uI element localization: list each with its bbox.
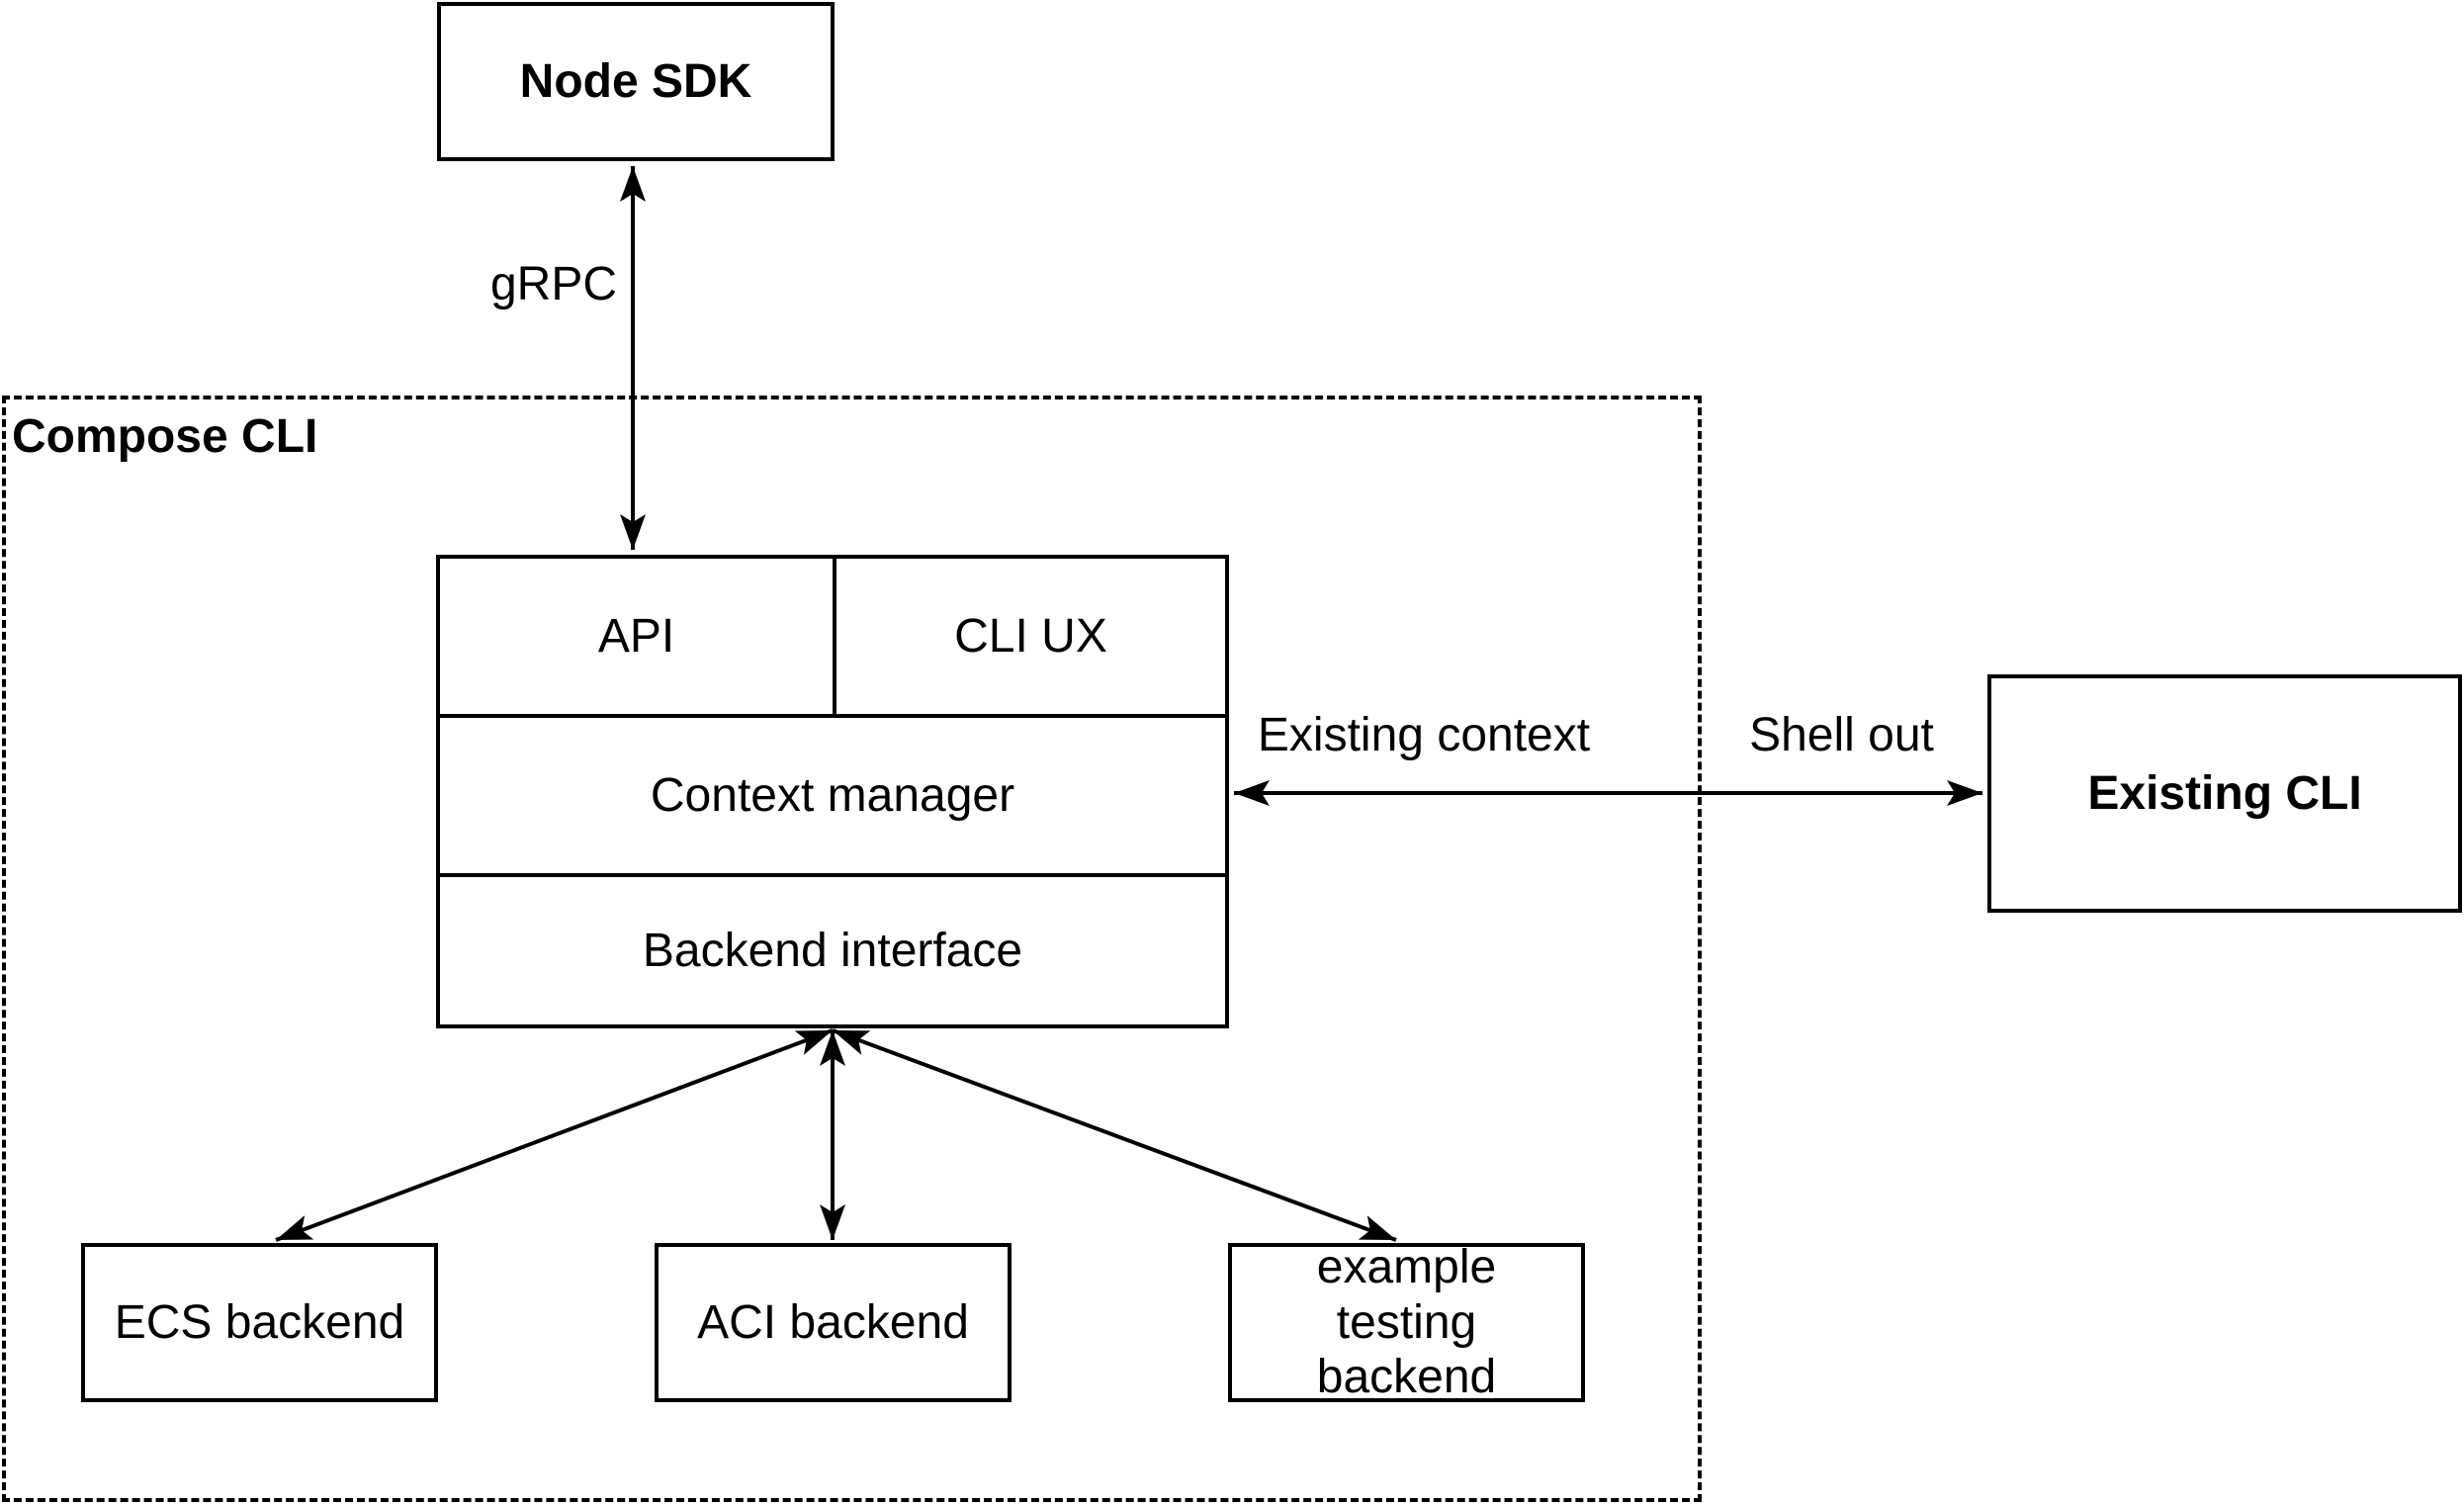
compose-cli-container-label: Compose CLI <box>12 410 318 463</box>
context-manager-label: Context manager <box>650 769 1015 822</box>
shell-out-edge-label: Shell out <box>1749 709 1934 761</box>
example-testing-backend-box: example testing backend <box>1228 1241 1585 1404</box>
api-cell: API <box>440 559 836 714</box>
cli-ux-label: CLI UX <box>954 610 1107 663</box>
existing-cli-label: Existing CLI <box>2087 766 2362 820</box>
existing-cli-box: Existing CLI <box>1987 674 2462 913</box>
backend-interface-label: Backend interface <box>642 925 1023 977</box>
api-label: API <box>597 610 675 663</box>
core-top-row: API CLI UX <box>440 559 1225 718</box>
example-testing-backend-label: example testing backend <box>1316 1241 1497 1404</box>
grpc-edge-label: gRPC <box>489 258 618 310</box>
compose-cli-container <box>2 396 1702 1502</box>
node-sdk-box: Node SDK <box>437 2 835 161</box>
aci-backend-box: ACI backend <box>655 1243 1012 1402</box>
node-sdk-label: Node SDK <box>519 54 752 108</box>
aci-backend-label: ACI backend <box>697 1295 969 1349</box>
backend-interface-cell: Backend interface <box>440 877 1225 1024</box>
compose-core-box: API CLI UX Context manager Backend inter… <box>436 555 1229 1028</box>
context-manager-cell: Context manager <box>440 718 1225 877</box>
existing-context-edge-label: Existing context <box>1257 709 1591 761</box>
cli-ux-cell: CLI UX <box>836 559 1225 714</box>
ecs-backend-box: ECS backend <box>81 1243 438 1402</box>
ecs-backend-label: ECS backend <box>114 1295 405 1349</box>
